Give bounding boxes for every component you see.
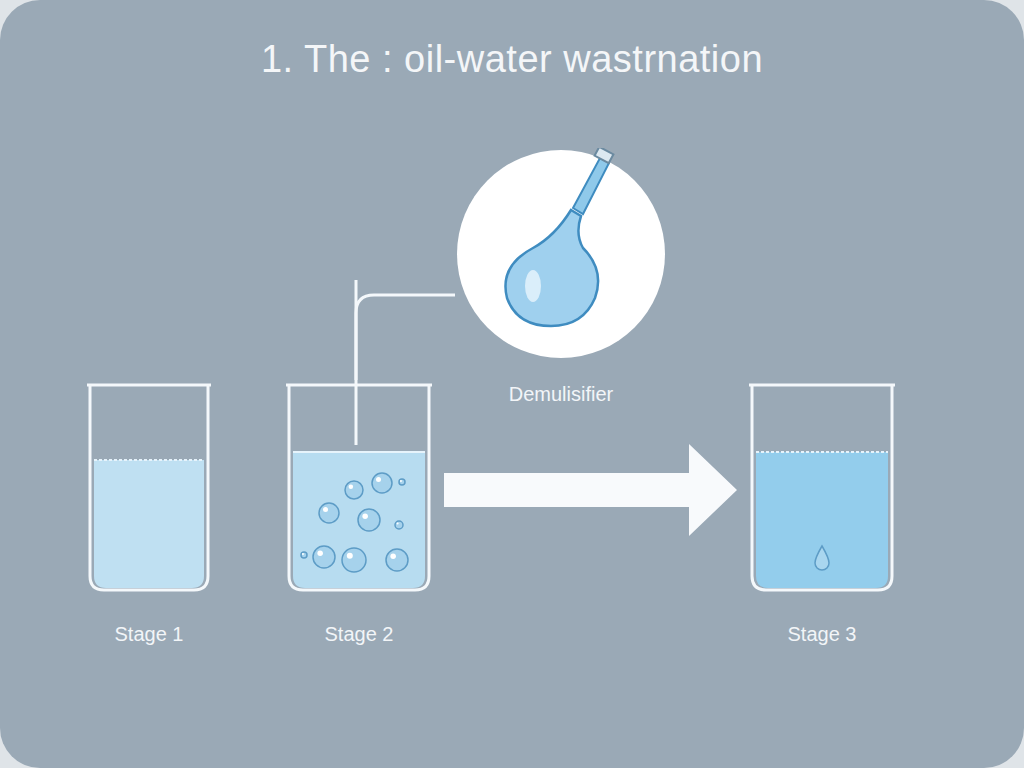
droplet <box>319 503 339 523</box>
liquid-surface <box>94 459 204 461</box>
liquid-surface <box>293 451 425 453</box>
droplet-highlight <box>397 523 399 525</box>
droplet-highlight <box>302 553 304 555</box>
droplet <box>399 479 405 485</box>
droplet <box>313 546 335 568</box>
beaker-outline <box>286 385 432 590</box>
callout-illustration <box>455 148 667 362</box>
liquid <box>756 452 888 588</box>
droplet-highlight <box>376 477 381 482</box>
droplet <box>342 548 366 572</box>
droplet <box>358 509 380 531</box>
beaker-node: Stage 2 <box>284 380 434 650</box>
beaker-illustration <box>747 380 897 594</box>
beaker-outline <box>749 385 895 590</box>
droplet-highlight <box>347 553 353 559</box>
droplet-highlight <box>400 480 402 482</box>
feed-pipe <box>356 295 455 380</box>
droplet <box>345 481 363 499</box>
dropper-cap <box>595 148 614 163</box>
process-arrow <box>444 444 737 536</box>
stage-label: Stage 2 <box>264 622 454 646</box>
dip-tube-upper <box>355 280 358 380</box>
beaker-illustration <box>85 380 213 594</box>
diagram-title: 1. The : oil-water wastrnation <box>0 38 1024 81</box>
connector <box>356 295 455 380</box>
droplet-highlight <box>323 507 328 512</box>
droplet <box>815 546 829 570</box>
droplet <box>301 552 307 558</box>
droplet <box>386 549 408 571</box>
beaker-node: Stage 1 <box>85 380 213 650</box>
stage-label: Stage 3 <box>727 622 917 646</box>
callout-circle <box>457 150 665 358</box>
droplet-highlight <box>390 553 396 559</box>
stage-label: Stage 1 <box>65 622 233 646</box>
beaker-node: Stage 3 <box>747 380 897 650</box>
liquid <box>293 452 425 588</box>
dip-tube <box>355 380 358 445</box>
droplet <box>372 473 392 493</box>
connector <box>444 444 737 536</box>
droplet <box>395 521 403 529</box>
droplet-highlight <box>349 485 354 490</box>
droplet-highlight <box>317 550 323 556</box>
additive-label: Demulisifier <box>435 382 687 406</box>
demulsifier-flask <box>505 210 598 326</box>
liquid <box>94 460 204 588</box>
dropper-tube <box>573 158 609 214</box>
beaker-outline <box>87 385 211 590</box>
droplet-highlight <box>362 513 368 519</box>
additive-callout: Demulisifier <box>455 148 667 410</box>
flask-highlight <box>525 270 541 302</box>
beaker-illustration <box>284 380 434 594</box>
liquid-surface <box>756 451 888 453</box>
